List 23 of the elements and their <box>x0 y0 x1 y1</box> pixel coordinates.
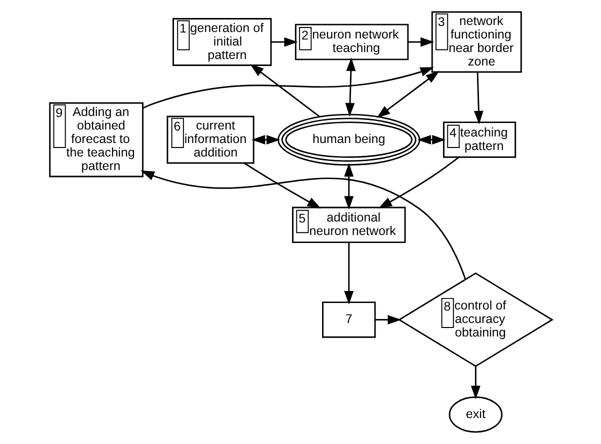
arrow <box>344 163 354 210</box>
arrow <box>270 37 298 47</box>
arrow <box>243 162 320 209</box>
arrow <box>473 72 483 124</box>
arrow <box>251 135 280 144</box>
node-diamond: 8 control of accuracy obtaining <box>397 272 554 368</box>
arrow <box>140 170 466 280</box>
arrow <box>408 37 434 47</box>
node-box: 7 <box>322 302 376 338</box>
node-box: 2 neuron network teaching <box>294 24 408 60</box>
arrow <box>142 67 434 109</box>
node-box: 5 additional neuron network <box>292 206 406 244</box>
node-ellipse: exit <box>448 396 502 433</box>
node-box: 4 teaching pattern <box>442 122 516 158</box>
arrow <box>344 57 356 117</box>
arrow <box>374 315 401 324</box>
arrow <box>378 156 459 208</box>
arrow <box>376 70 439 118</box>
node-ellipse: human being <box>277 114 420 166</box>
arrow <box>416 135 446 144</box>
arrow <box>344 242 354 304</box>
arrow <box>250 64 320 118</box>
arrow <box>470 366 480 400</box>
